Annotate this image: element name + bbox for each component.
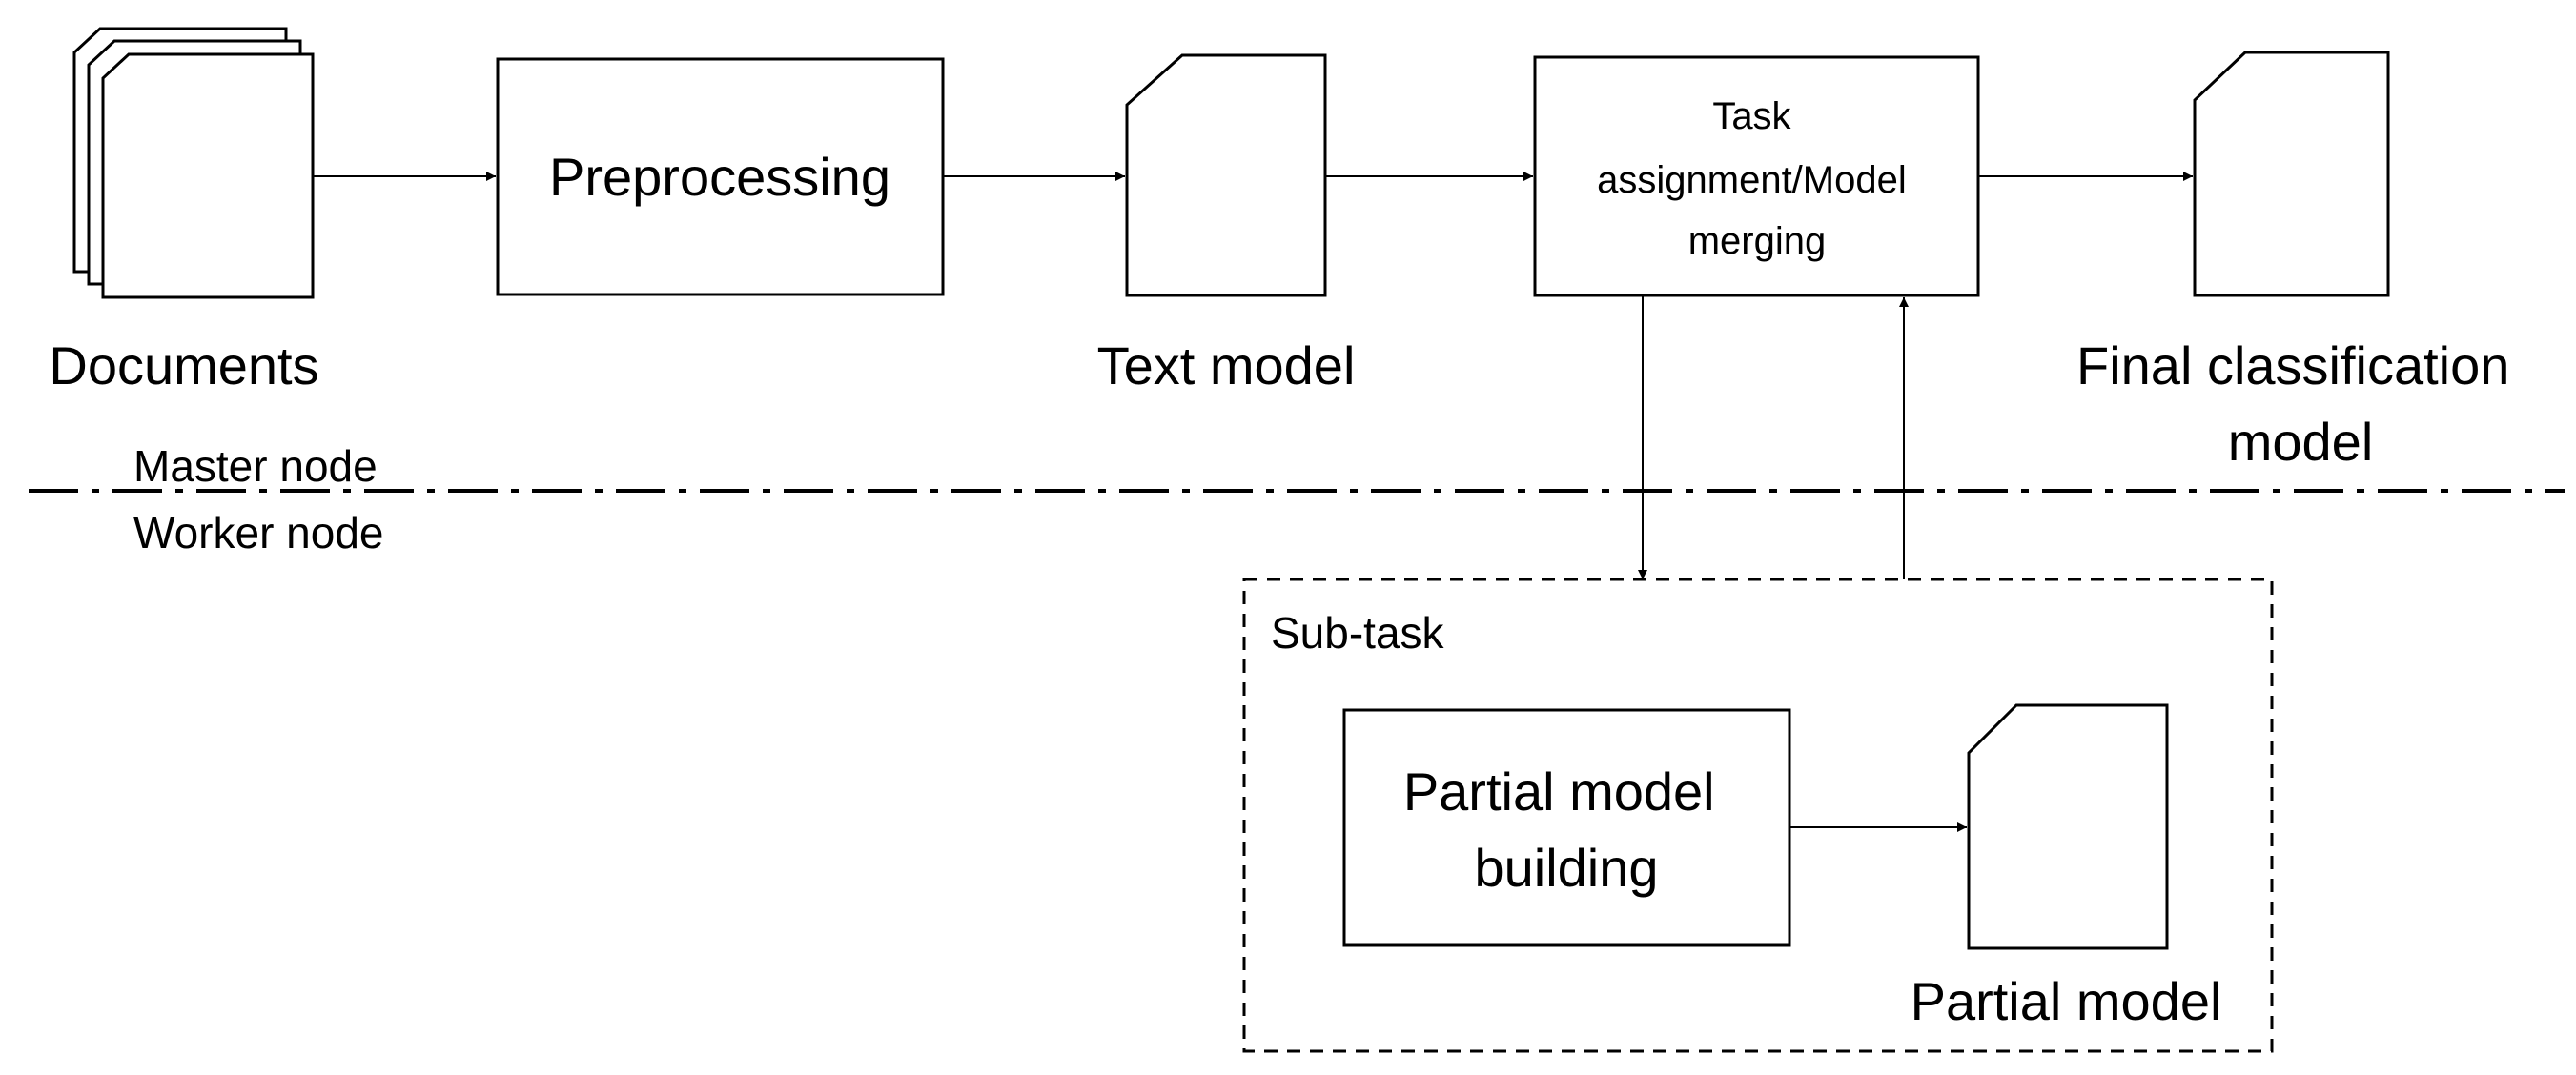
worker-node-label: Worker node [133,508,384,558]
final-model-document-icon [2193,51,2390,297]
final-model-label: Final classification model [2076,335,2525,472]
documents-icon [72,27,315,299]
partial-model-label: Partial model [1911,971,2222,1031]
text-model-label: Text model [1097,335,1356,396]
subtask-container [1242,578,2274,1053]
partial-model-document-icon [1967,703,2169,950]
subtask-label: Sub-task [1271,608,1445,658]
master-node-label: Master node [133,441,378,491]
documents-label: Documents [49,335,318,396]
task-assignment-label: Task assignment/Model merging [1597,95,1917,262]
partial-model-building-box [1342,708,1791,947]
text-model-document-icon [1125,53,1327,297]
preprocessing-box [496,57,945,296]
partial-model-building-label: Partial model building [1403,761,1729,898]
preprocessing-label: Preprocessing [549,147,890,207]
task-assignment-box [1533,55,1980,297]
